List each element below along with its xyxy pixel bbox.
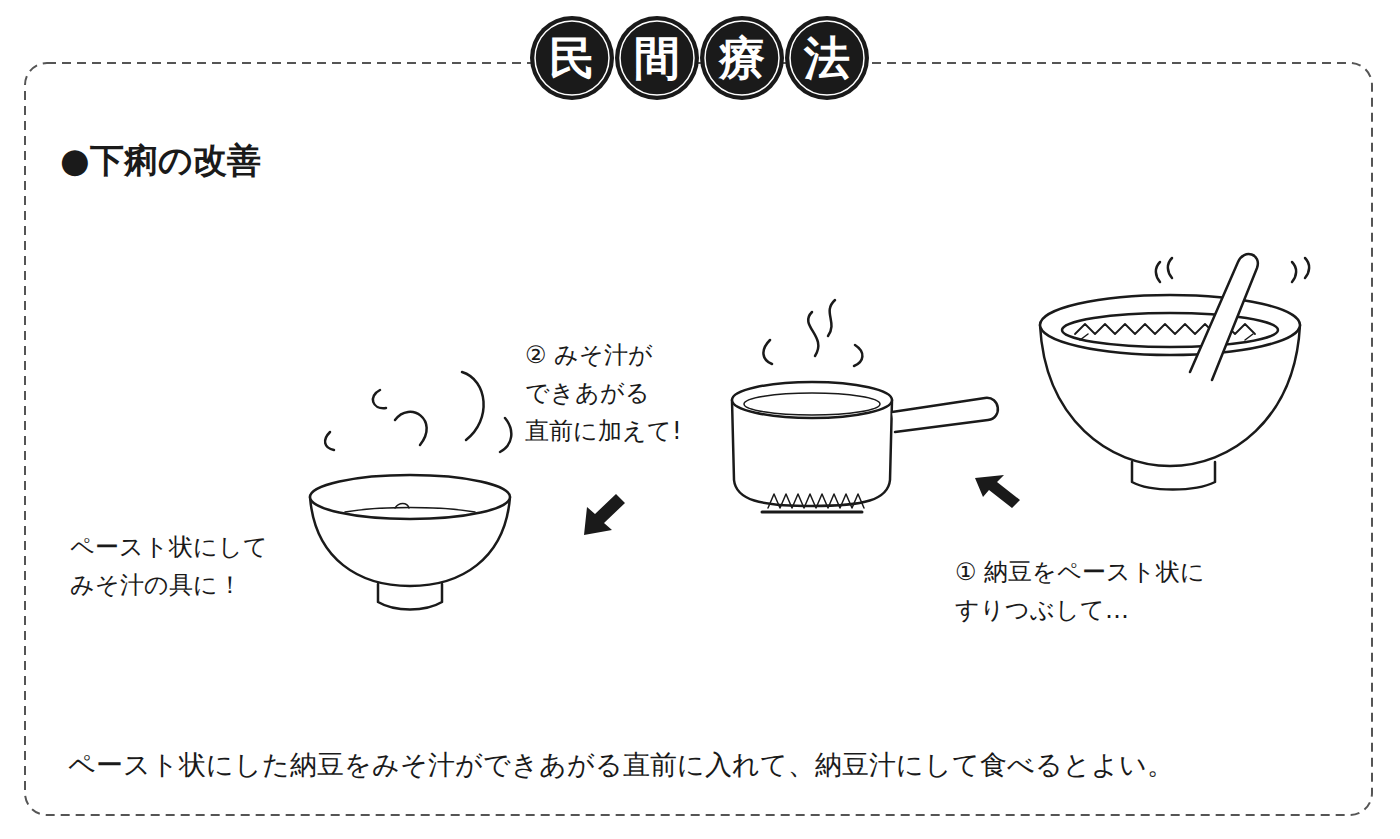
section-heading: ●下痢の改善 xyxy=(60,138,261,182)
caption-text: ペースト状にした納豆をみそ汁ができあがる直前に入れて、納豆汁にして食べるとよい。 xyxy=(68,746,1174,784)
soup-bowl xyxy=(310,372,511,610)
step-note: ② みそ汁が できあがる 直前に加えて! xyxy=(525,336,720,450)
step-note: ① 納豆をペースト状に すりつぶして… xyxy=(955,553,1250,629)
mortar-bowl xyxy=(1040,254,1309,489)
flow-arrow xyxy=(975,475,1020,508)
title-text: 民間療法 xyxy=(549,28,889,88)
dashed-frame xyxy=(25,63,1372,815)
pot-on-stove xyxy=(732,300,998,512)
flow-arrow xyxy=(584,494,625,535)
result-note: ペースト状にして みそ汁の具に！ xyxy=(70,528,295,604)
